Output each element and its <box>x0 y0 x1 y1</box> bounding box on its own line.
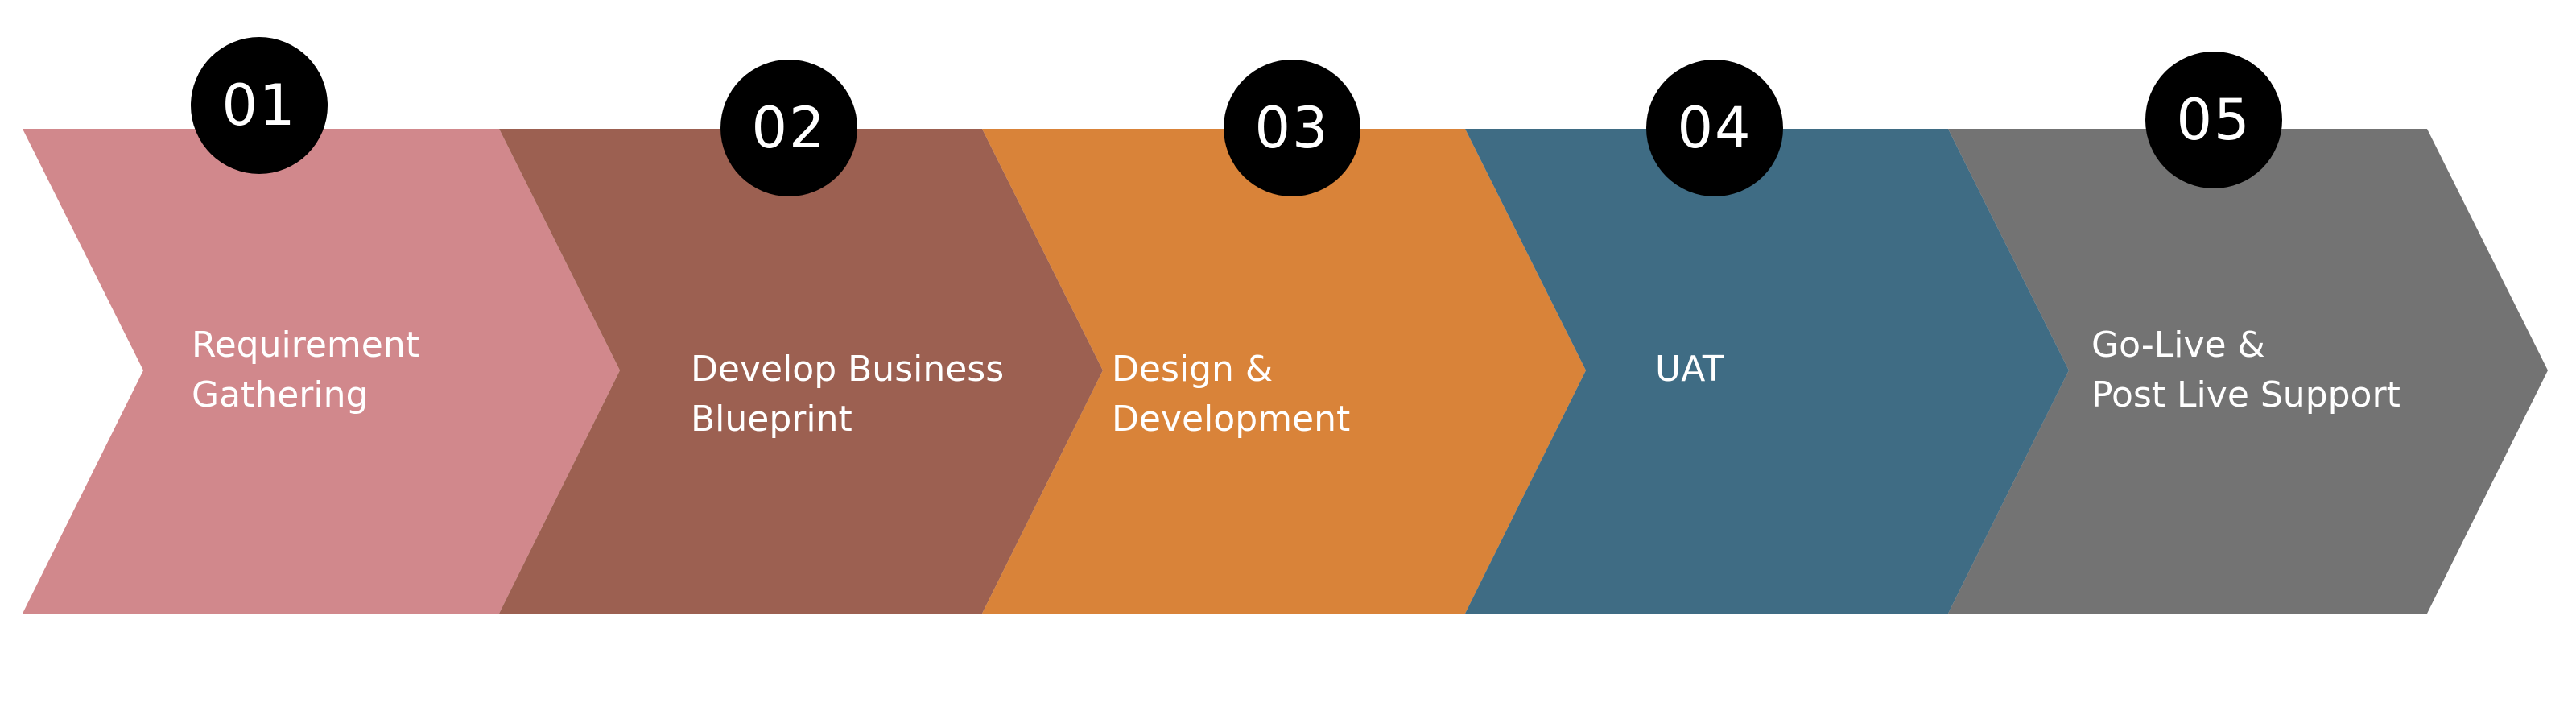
step-3-label: Design & Development <box>1112 345 1350 444</box>
chevron-step-3 <box>982 129 1586 614</box>
step-1-label-line1: Requirement <box>192 324 419 366</box>
step-5-number-badge: 05 <box>2145 52 2282 188</box>
step-2-label-line1: Develop Business <box>691 349 1005 390</box>
chevron-step-4 <box>1465 129 2069 614</box>
step-1-label: Requirement Gathering <box>192 320 419 420</box>
step-1-label-line2: Gathering <box>192 374 369 415</box>
chevron-step-1 <box>23 129 620 614</box>
step-5-label: Go-Live & Post Live Support <box>2091 320 2401 420</box>
step-2-label: Develop Business Blueprint <box>691 345 1004 444</box>
step-5-label-line1: Go-Live & <box>2091 324 2265 366</box>
step-4-number-badge: 04 <box>1646 60 1783 196</box>
step-4-label: UAT <box>1655 345 1724 395</box>
chevron-step-5 <box>1948 129 2548 614</box>
step-3-label-line1: Design & <box>1112 349 1274 390</box>
step-1-number-badge: 01 <box>191 37 328 174</box>
chevron-step-2 <box>499 129 1103 614</box>
step-5-label-line2: Post Live Support <box>2091 374 2401 415</box>
step-3-number-badge: 03 <box>1224 60 1360 196</box>
step-3-label-line2: Development <box>1112 399 1351 440</box>
step-4-label-line1: UAT <box>1655 349 1724 390</box>
step-2-number-badge: 02 <box>720 60 857 196</box>
step-2-label-line2: Blueprint <box>691 399 852 440</box>
